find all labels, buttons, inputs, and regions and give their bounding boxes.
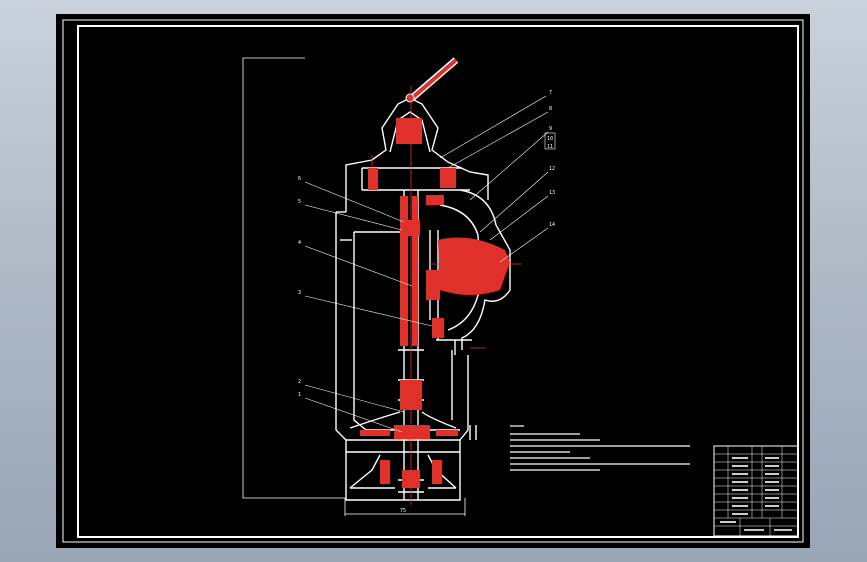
part-number-14: 14 — [549, 222, 555, 228]
part-number-11: 11 — [547, 144, 553, 150]
title-block — [713, 445, 799, 537]
centerlines — [371, 86, 522, 505]
section-hatching — [360, 118, 510, 488]
part-number-6: 6 — [298, 176, 301, 182]
part-number-13: 13 — [549, 190, 555, 196]
part-number-8: 8 — [549, 106, 552, 112]
dimension-width: 75 — [400, 508, 406, 514]
leader-lines — [304, 95, 556, 433]
technical-notes — [510, 425, 690, 471]
inner-border — [77, 25, 799, 538]
part-number-1: 1 — [298, 392, 301, 398]
part-number-3: 3 — [298, 290, 301, 296]
part-number-10: 10 — [547, 136, 553, 142]
part-number-9: 9 — [549, 126, 552, 132]
part-number-12: 12 — [549, 166, 555, 172]
part-number-2: 2 — [298, 379, 301, 385]
part-labels: 7 8 9 10 11 12 13 14 6 5 4 3 2 1 75 — [298, 90, 555, 514]
part-number-5: 5 — [298, 199, 301, 205]
part-number-4: 4 — [298, 240, 301, 246]
handle — [405, 57, 459, 103]
dimension-lines — [242, 57, 466, 516]
outer-border — [62, 19, 804, 543]
part-number-7: 7 — [549, 90, 552, 96]
